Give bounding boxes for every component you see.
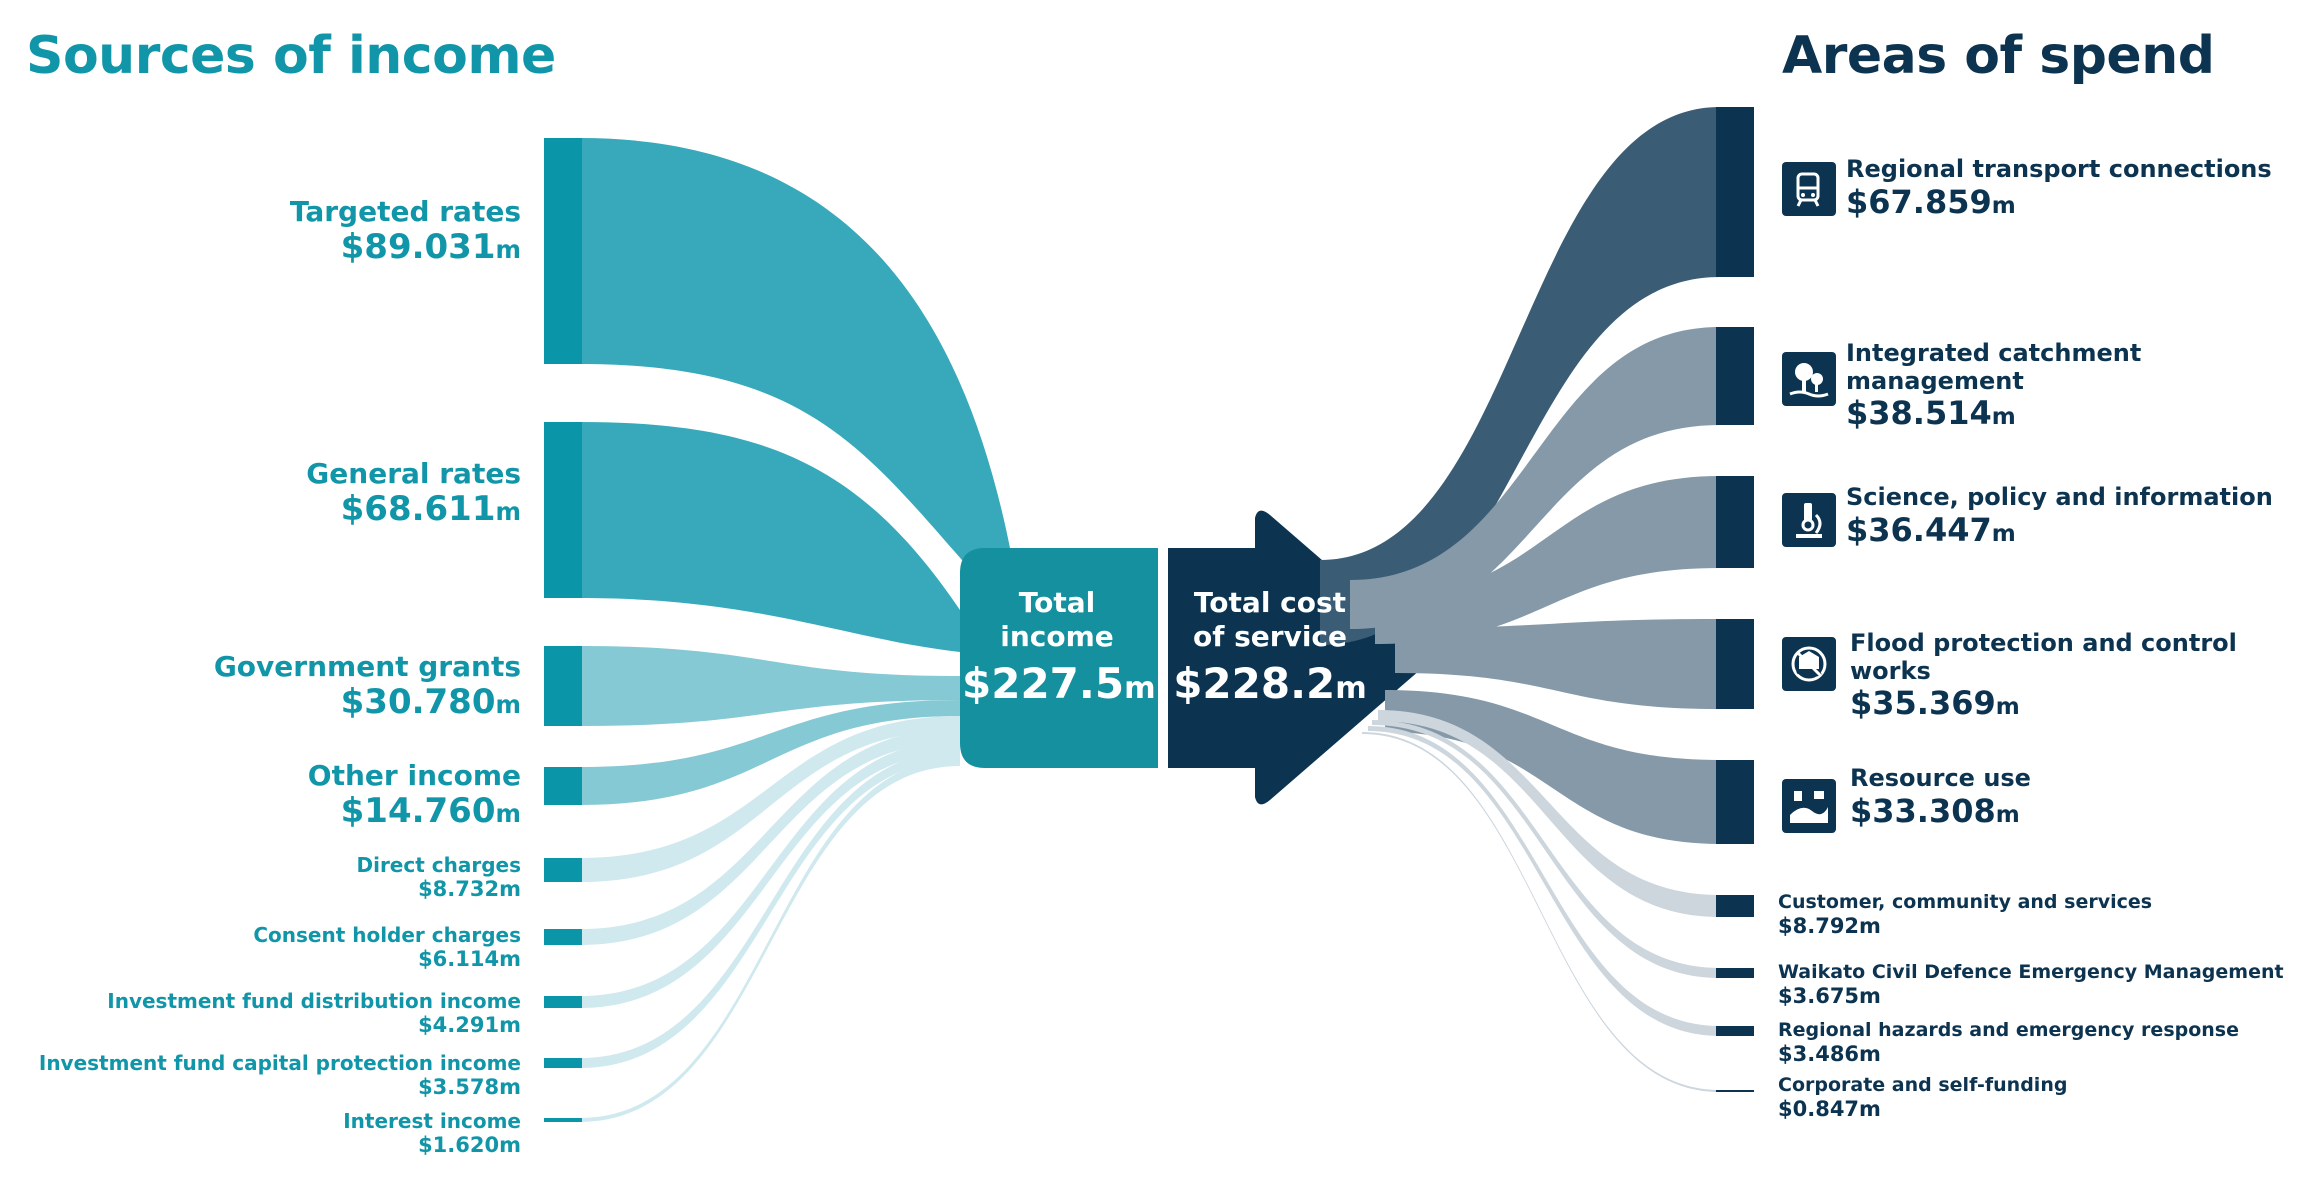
catchment-icon xyxy=(1782,352,1836,406)
income-flow-2 xyxy=(580,422,960,652)
income-node-5 xyxy=(544,858,582,882)
total-cost-arrow xyxy=(1168,510,1426,805)
income-flow-8 xyxy=(580,750,960,1068)
spend-heading: Areas of spend xyxy=(1782,26,2215,86)
income-node-2 xyxy=(544,422,582,598)
spend-flow-5 xyxy=(1385,690,1720,844)
income-label-government-grants: Government grants $30.780m xyxy=(213,650,521,723)
income-node-7 xyxy=(544,996,582,1008)
income-label-direct-charges: Direct charges $8.732m xyxy=(356,853,521,902)
spend-node-1 xyxy=(1716,107,1754,277)
income-label-general-rates: General rates $68.611m xyxy=(306,457,521,530)
income-node-1 xyxy=(544,138,582,364)
spend-node-9 xyxy=(1716,1090,1754,1092)
total-income-box xyxy=(960,548,1158,768)
spend-label-civil-defence: Waikato Civil Defence Emergency Manageme… xyxy=(1778,961,2284,1008)
income-label-interest-income: Interest income $1.620m xyxy=(343,1109,521,1158)
spend-flow-1 xyxy=(1320,107,1720,645)
income-flow-5 xyxy=(580,716,960,882)
income-flow-6 xyxy=(580,728,960,945)
total-income-label: Total income $227.5m xyxy=(962,586,1156,709)
income-flow-9 xyxy=(580,758,960,1122)
spend-node-5 xyxy=(1716,760,1754,844)
income-label-investment-fund-distribution: Investment fund distribution income $4.2… xyxy=(107,989,521,1038)
spend-label-flood-protection: Flood protection and control works $35.3… xyxy=(1850,629,2237,723)
income-label-investment-fund-capital-protection: Investment fund capital protection incom… xyxy=(38,1051,521,1100)
transport-icon xyxy=(1782,162,1836,216)
spend-label-integrated-catchment: Integrated catchment management $38.514m xyxy=(1846,339,2142,433)
spend-label-regional-transport: Regional transport connections $67.859m xyxy=(1846,155,2272,221)
resource-icon xyxy=(1782,779,1836,833)
income-label-targeted-rates: Targeted rates $89.031m xyxy=(289,195,521,268)
spend-flow-9 xyxy=(1362,732,1720,1092)
spend-node-8 xyxy=(1716,1026,1754,1036)
spend-label-corporate-self-funding: Corporate and self-funding $0.847m xyxy=(1778,1074,2068,1121)
spend-node-7 xyxy=(1716,968,1754,978)
spend-flow-8 xyxy=(1368,726,1720,1036)
income-node-9 xyxy=(544,1118,582,1122)
total-cost-label: Total cost of service $228.2m xyxy=(1173,586,1367,709)
microscope-icon xyxy=(1782,493,1836,547)
spend-flow-7 xyxy=(1372,720,1720,978)
flood-icon xyxy=(1782,637,1836,691)
spend-label-resource-use: Resource use $33.308m xyxy=(1850,764,2031,830)
income-node-3 xyxy=(544,646,582,726)
spend-node-2 xyxy=(1716,327,1754,425)
income-node-6 xyxy=(544,929,582,945)
income-flow-1 xyxy=(580,138,1010,560)
spend-label-science-policy: Science, policy and information $36.447m xyxy=(1846,483,2273,549)
income-flow-4 xyxy=(580,700,960,805)
spend-flow-4 xyxy=(1395,619,1720,709)
income-node-4 xyxy=(544,767,582,805)
income-label-consent-holder-charges: Consent holder charges $6.114m xyxy=(253,923,521,972)
spend-node-4 xyxy=(1716,619,1754,709)
spend-node-3 xyxy=(1716,476,1754,568)
spend-flow-2 xyxy=(1350,327,1720,629)
income-flow-7 xyxy=(580,740,960,1008)
income-node-8 xyxy=(544,1058,582,1068)
spend-flow-6 xyxy=(1378,710,1720,917)
income-label-other-income: Other income $14.760m xyxy=(307,759,521,832)
spend-flow-3 xyxy=(1375,476,1720,644)
spend-label-regional-hazards: Regional hazards and emergency response … xyxy=(1778,1019,2240,1066)
income-heading: Sources of income xyxy=(26,26,556,86)
income-flow-3 xyxy=(580,646,960,726)
spend-label-customer-community: Customer, community and services $8.792m xyxy=(1778,891,2153,938)
spend-node-6 xyxy=(1716,895,1754,917)
